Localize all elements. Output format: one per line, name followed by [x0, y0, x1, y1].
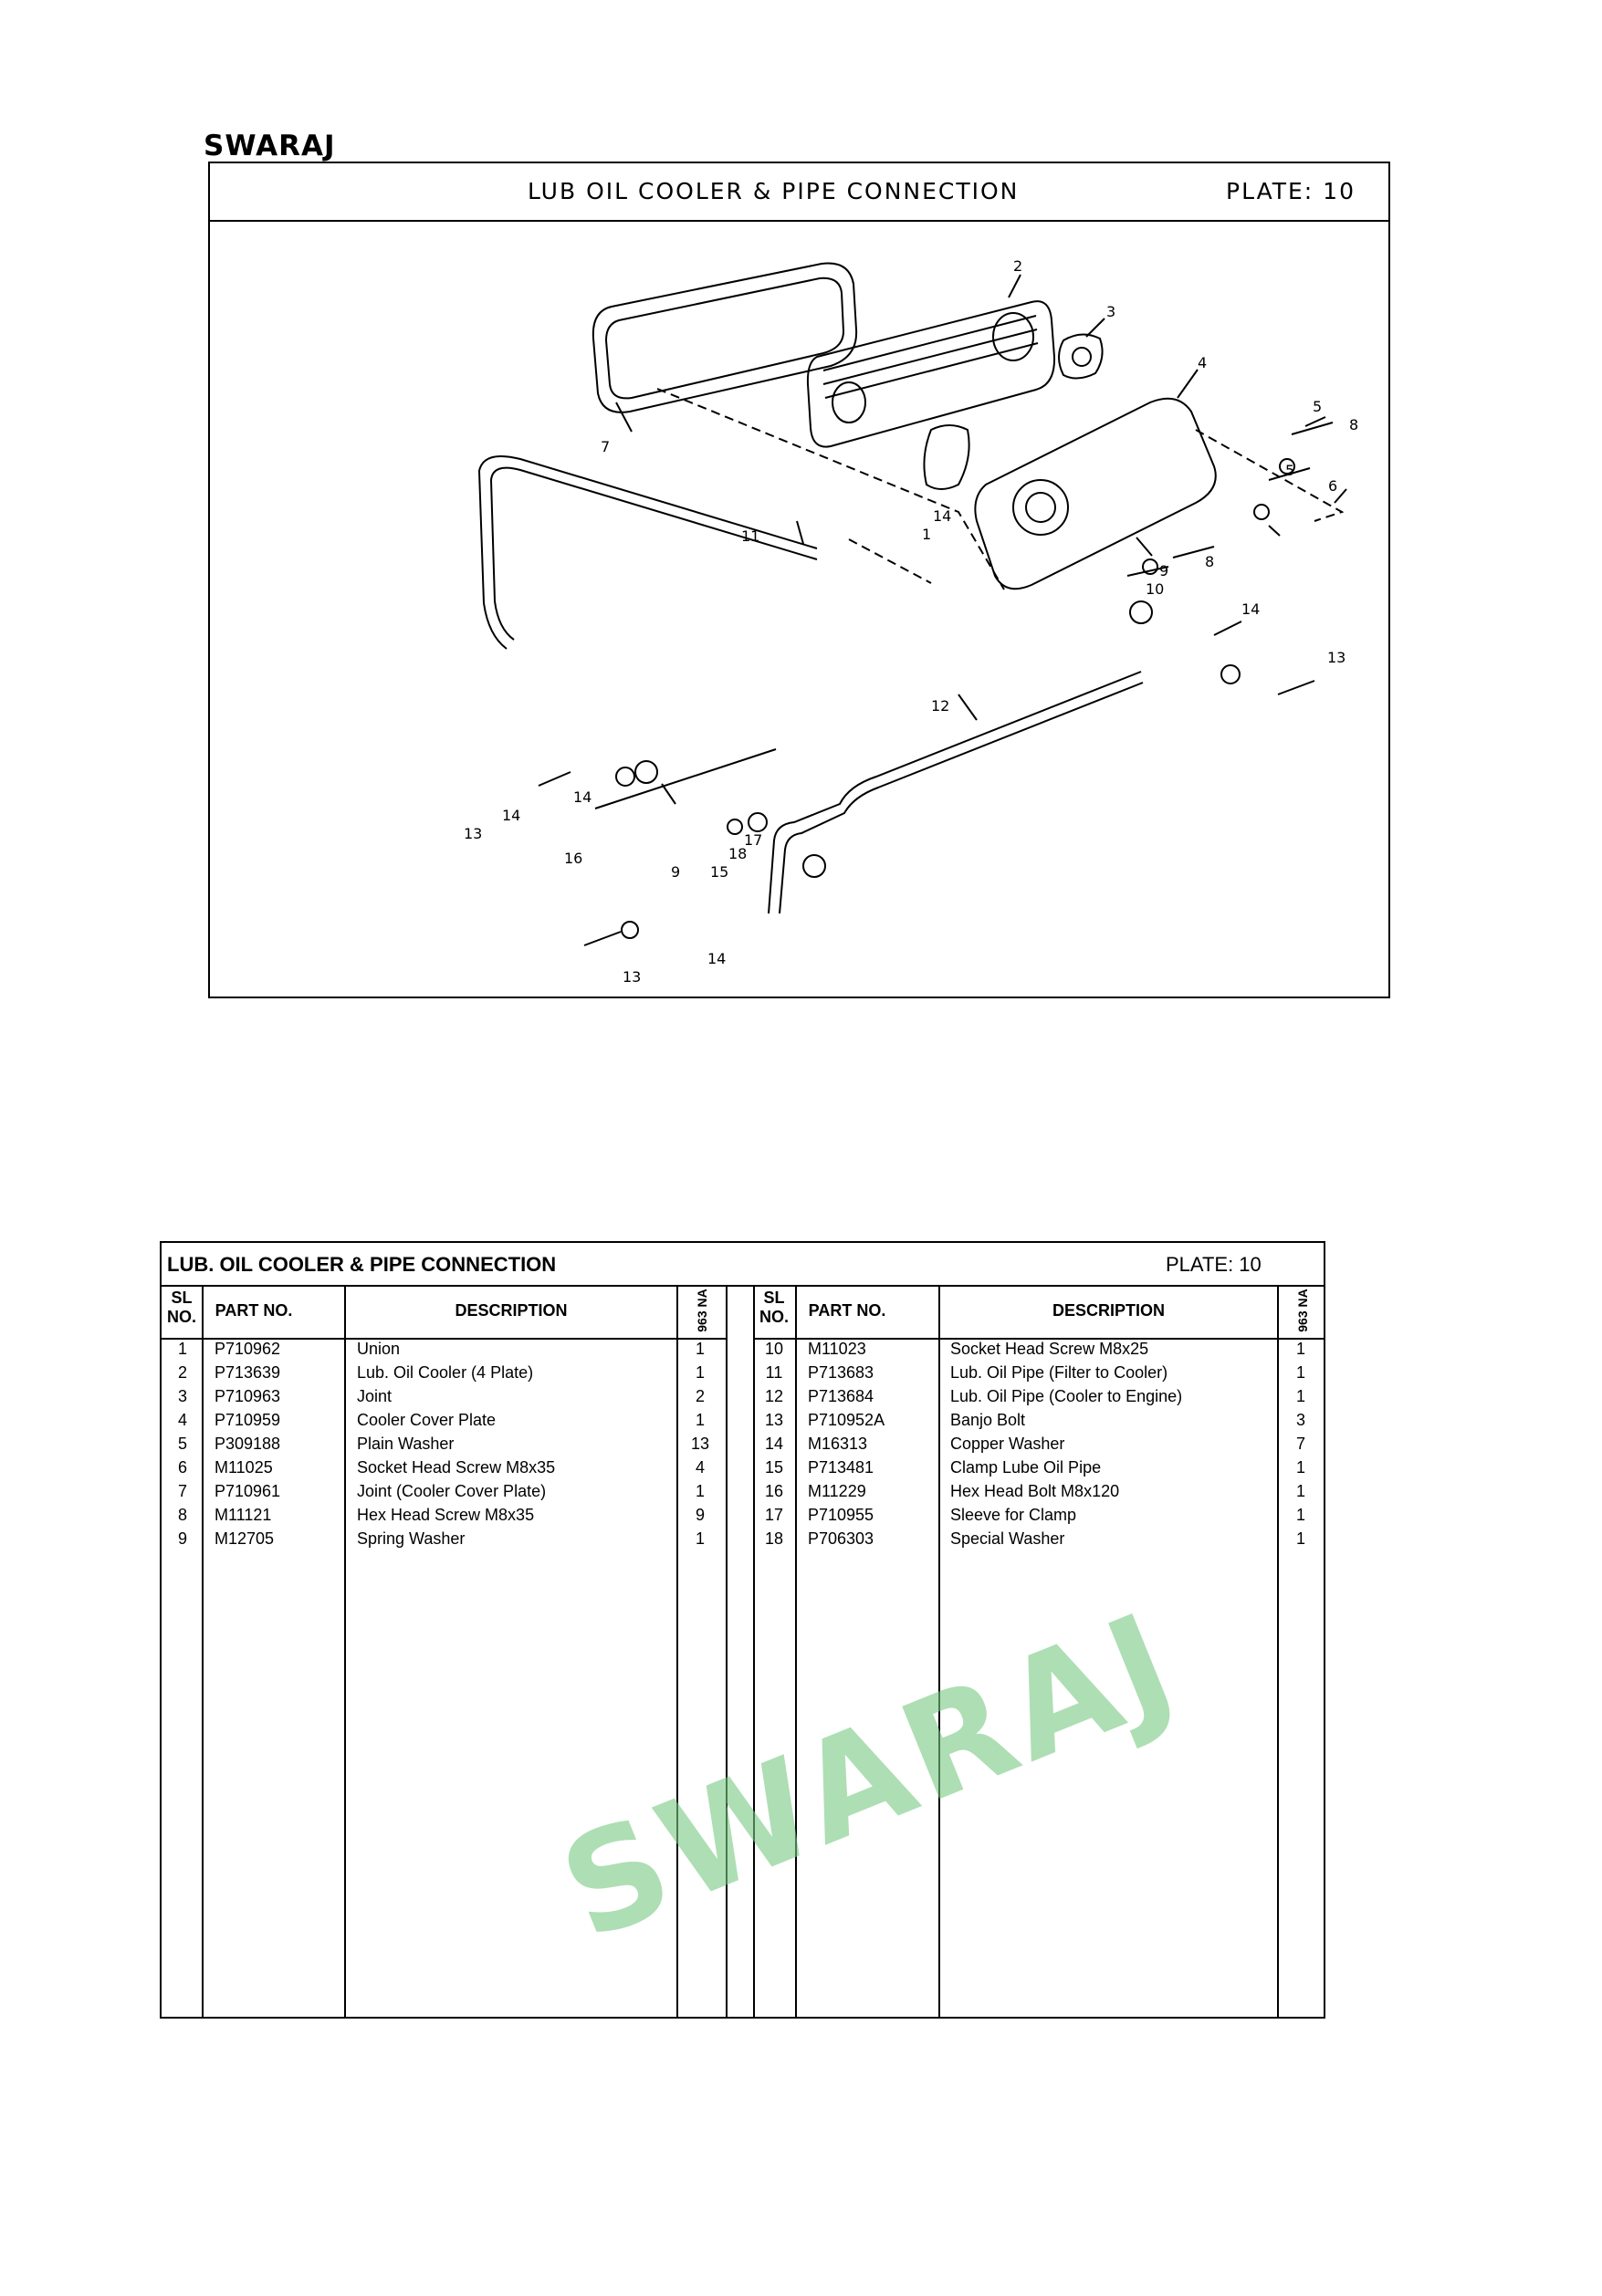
parts-table-title: LUB. OIL COOLER & PIPE CONNECTION [167, 1253, 557, 1276]
plate-header: LUB OIL COOLER & PIPE CONNECTION PLATE: … [210, 163, 1388, 222]
svg-text:16: 16 [564, 850, 582, 867]
svg-text:9: 9 [1159, 562, 1168, 579]
header-model-right: 963 NA [1295, 1289, 1310, 1332]
svg-text:13: 13 [623, 968, 641, 986]
svg-text:1: 1 [922, 526, 931, 543]
svg-text:2: 2 [1013, 257, 1022, 275]
svg-text:9: 9 [671, 863, 680, 881]
svg-text:8: 8 [1205, 553, 1214, 570]
brand-logo: SWARAJ [204, 130, 336, 162]
oil-cooler [806, 300, 1056, 448]
gasket-inner [604, 277, 845, 400]
parts-table-plate: PLATE: 10 [1166, 1253, 1262, 1276]
svg-text:6: 6 [1328, 477, 1337, 495]
svg-text:4: 4 [1198, 354, 1207, 371]
svg-text:18: 18 [728, 845, 747, 862]
oil-pipe-11 [477, 455, 818, 650]
header-description: DESCRIPTION [455, 1301, 568, 1320]
header-model: 963 NA [695, 1289, 709, 1332]
cooler-cover-plate [974, 397, 1217, 590]
oil-pipe-12 [768, 671, 1142, 914]
joint-3 [1058, 333, 1104, 380]
parts-table-header: LUB. OIL COOLER & PIPE CONNECTION PLATE:… [162, 1243, 1324, 1287]
header-description-right: DESCRIPTION [1052, 1301, 1165, 1320]
parts-list-table: LUB. OIL COOLER & PIPE CONNECTION PLATE:… [160, 1241, 1325, 2019]
svg-text:5: 5 [1285, 462, 1294, 479]
svg-text:14: 14 [573, 788, 592, 806]
svg-text:13: 13 [1327, 649, 1345, 666]
svg-text:7: 7 [601, 438, 610, 455]
svg-text:15: 15 [710, 863, 728, 881]
svg-text:3: 3 [1106, 303, 1115, 320]
plate-title: LUB OIL COOLER & PIPE CONNECTION [528, 178, 1020, 204]
svg-text:5: 5 [1313, 398, 1322, 415]
svg-text:14: 14 [502, 807, 520, 824]
header-part-no-right: PART NO. [808, 1301, 886, 1320]
header-part-no: PART NO. [215, 1301, 293, 1320]
gasket-joint [592, 262, 858, 413]
svg-text:11: 11 [741, 527, 759, 545]
plate-number: PLATE: 10 [1226, 178, 1356, 204]
svg-text:8: 8 [1349, 416, 1358, 433]
exploded-view-plate: LUB OIL COOLER & PIPE CONNECTION PLATE: … [208, 162, 1390, 998]
svg-text:14: 14 [1241, 600, 1260, 618]
svg-text:17: 17 [744, 831, 762, 849]
svg-text:13: 13 [464, 825, 482, 842]
svg-text:12: 12 [931, 697, 949, 715]
svg-text:14: 14 [933, 507, 951, 525]
svg-text:14: 14 [707, 950, 726, 967]
svg-text:10: 10 [1146, 580, 1164, 598]
